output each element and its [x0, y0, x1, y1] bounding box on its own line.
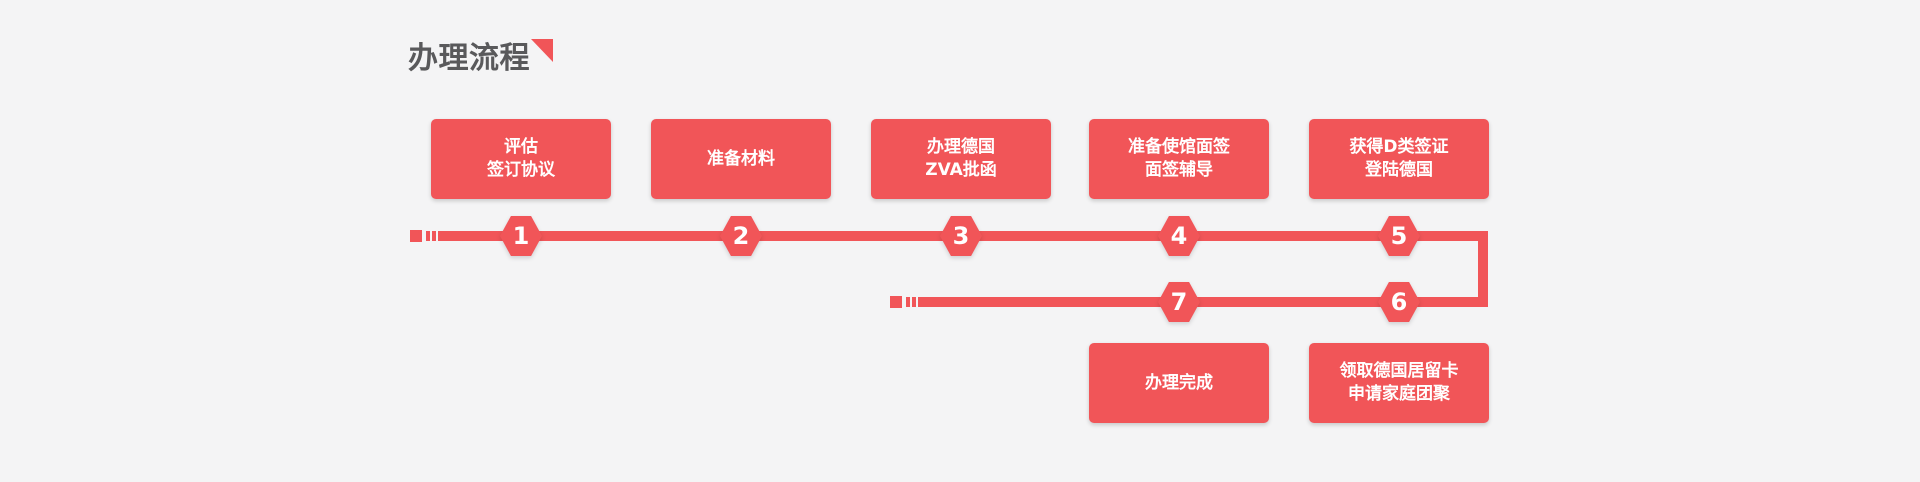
step-label-line: 领取德国居留卡 [1339, 361, 1459, 381]
step-number: 1 [512, 222, 530, 250]
step-label-line: ZVA批函 [925, 160, 997, 180]
step-label-line: 准备使馆面签 [1128, 137, 1230, 157]
timeline-line-corner [1478, 231, 1488, 307]
step-marker-3: 3 [940, 216, 982, 256]
step-marker-5: 5 [1378, 216, 1420, 256]
step-label-line: 评估 [504, 137, 538, 157]
hexagon-icon: 2 [720, 216, 762, 256]
timeline-start-square-row2 [890, 296, 902, 308]
step-box-1: 评估 签订协议 [431, 119, 611, 199]
step-marker-4: 4 [1158, 216, 1200, 256]
step-box-2: 准备材料 [651, 119, 831, 199]
hexagon-icon: 5 [1378, 216, 1420, 256]
timeline-start-dash-row2 [912, 297, 916, 307]
step-number: 3 [952, 222, 970, 250]
hexagon-icon: 7 [1158, 282, 1200, 322]
timeline-start-square-row1 [410, 230, 422, 242]
step-marker-2: 2 [720, 216, 762, 256]
hexagon-icon: 1 [500, 216, 542, 256]
title-corner-triangle-icon [531, 39, 553, 62]
step-number: 4 [1170, 222, 1188, 250]
step-marker-7: 7 [1158, 282, 1200, 322]
step-label-line: 办理完成 [1145, 372, 1213, 393]
timeline-start-dash-row2 [906, 297, 910, 307]
step-number: 6 [1390, 288, 1408, 316]
step-number: 5 [1390, 222, 1408, 250]
step-box-4: 准备使馆面签 面签辅导 [1089, 119, 1269, 199]
step-label-line: 办理德国 [927, 137, 995, 157]
page-title: 办理流程 [408, 41, 530, 76]
timeline-line-row2 [918, 297, 1488, 307]
step-box-7: 办理完成 [1089, 343, 1269, 423]
hexagon-icon: 4 [1158, 216, 1200, 256]
step-label-line: 面签辅导 [1145, 160, 1213, 180]
hexagon-icon: 6 [1378, 282, 1420, 322]
step-label-line: 签订协议 [487, 160, 555, 180]
step-label-line: 登陆德国 [1365, 160, 1433, 180]
step-marker-1: 1 [500, 216, 542, 256]
step-label-line: 获得D类签证 [1349, 137, 1449, 157]
timeline-start-dash-row1 [426, 231, 430, 241]
hexagon-icon: 3 [940, 216, 982, 256]
step-box-3: 办理德国 ZVA批函 [871, 119, 1051, 199]
step-box-5: 获得D类签证 登陆德国 [1309, 119, 1489, 199]
step-label-line: 准备材料 [707, 148, 775, 169]
step-number: 7 [1170, 288, 1188, 316]
step-marker-6: 6 [1378, 282, 1420, 322]
timeline-start-dash-row1 [432, 231, 436, 241]
step-number: 2 [732, 222, 750, 250]
step-box-6: 领取德国居留卡 申请家庭团聚 [1309, 343, 1489, 423]
step-label-line: 申请家庭团聚 [1348, 384, 1450, 404]
